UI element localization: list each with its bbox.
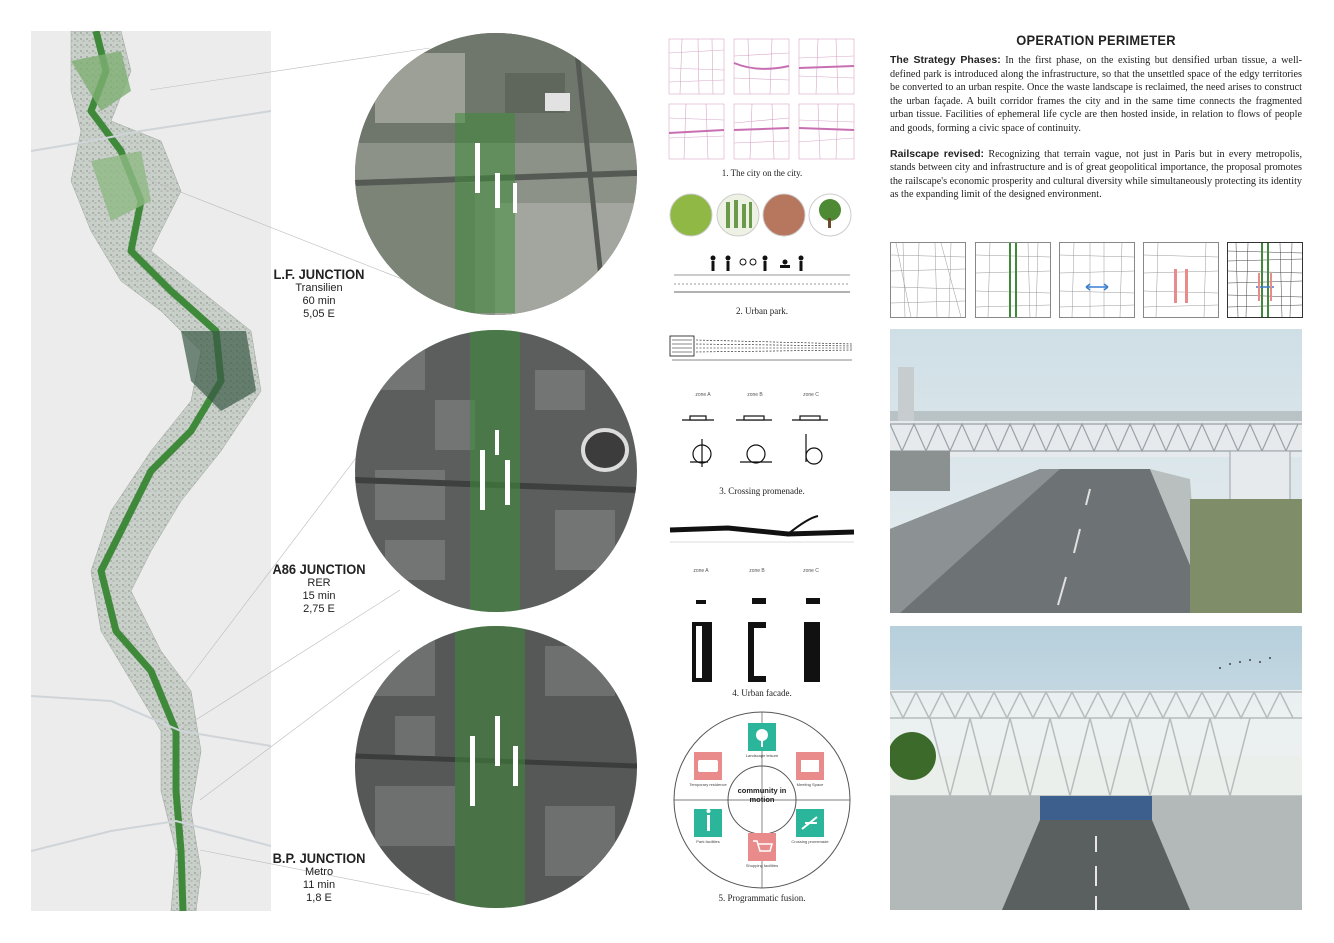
zone-label: zone B (749, 568, 765, 574)
operation-perimeter-text: OPERATION PERIMETER The Strategy Phases:… (890, 32, 1302, 214)
caption-programmatic-fusion: 5. Programmatic fusion. (718, 893, 806, 903)
junction-name: A86 JUNCTION (272, 561, 366, 577)
junction-name: L.F. JUNCTION (273, 266, 365, 282)
grid-phase-1 (890, 242, 966, 318)
zone-label: zone A (695, 392, 711, 398)
programmatic-fusion-diagram (673, 711, 851, 889)
fusion-item-label: Temporary residence (689, 782, 727, 787)
junction-time: 11 min (302, 879, 336, 891)
junction-a86: A86 JUNCTION RER 15 min 2,75 E (259, 561, 379, 616)
strategy-phases-paragraph: The Strategy Phases: In the first phase,… (890, 54, 1302, 136)
strategy-phases-lead: The Strategy Phases: (890, 54, 1001, 66)
zone-label: zone A (693, 568, 709, 574)
fusion-item-label: Landscape leisure (745, 753, 779, 758)
grid-phase-2 (975, 242, 1051, 318)
junction-transport: Metro (304, 866, 334, 878)
underpass-bridge-render (890, 626, 1302, 910)
grid-phase-4 (1143, 242, 1219, 318)
city-grid-diagrams (668, 38, 855, 160)
grid-phase-3 (1059, 242, 1135, 318)
fusion-item-label: Crossing promenade (791, 839, 829, 844)
caption-urban-park: 2. Urban park. (736, 306, 788, 316)
urban-park-diagram (669, 193, 852, 293)
railscape-paragraph: Railscape revised: Recognizing that terr… (890, 148, 1302, 202)
junction-cost: 2,75 E (303, 603, 335, 615)
junction-lf: L.F. JUNCTION Transilien 60 min 5,05 E (259, 266, 379, 321)
bp-junction-aerial (355, 626, 637, 908)
zone-label: zone C (803, 568, 819, 574)
caption-urban-facade: 4. Urban facade. (732, 688, 792, 698)
junction-time: 15 min (302, 590, 336, 602)
junction-transport: Transilien (295, 282, 343, 294)
river-corridor-map (30, 30, 272, 912)
junction-name: B.P. JUNCTION (272, 850, 366, 866)
crossing-promenade-diagram (669, 335, 853, 467)
fusion-item-label: Shopping facilities (745, 863, 779, 868)
highway-corridor-render (890, 329, 1302, 613)
railscape-lead: Railscape revised: (890, 147, 985, 160)
caption-city-on-city: 1. The city on the city. (721, 168, 803, 178)
railscape-body: Recognizing that terrain vague, not just… (890, 148, 1303, 201)
fusion-item-label: Meeting Space (796, 782, 824, 787)
junction-cost: 5,05 E (303, 308, 335, 320)
territory-map (30, 30, 272, 912)
junction-time: 60 min (302, 295, 336, 307)
junction-bp: B.P. JUNCTION Metro 11 min 1,8 E (259, 850, 379, 905)
urban-facade-diagram (669, 515, 855, 682)
caption-crossing-promenade: 3. Crossing promenade. (719, 486, 805, 496)
section-title: OPERATION PERIMETER (1016, 32, 1176, 48)
zone-label: zone B (747, 392, 763, 398)
strategy-phases-body: In the first phase, on the existing but … (890, 55, 1302, 134)
lf-junction-aerial (355, 33, 637, 315)
a86-junction-aerial (355, 330, 637, 612)
grid-phase-5 (1227, 242, 1303, 318)
fusion-center-label: community in motion (737, 786, 787, 804)
fusion-item-label: Park facilities (696, 839, 720, 844)
zone-label: zone C (803, 392, 819, 398)
junction-cost: 1,8 E (306, 892, 332, 904)
junction-transport: RER (307, 577, 331, 589)
